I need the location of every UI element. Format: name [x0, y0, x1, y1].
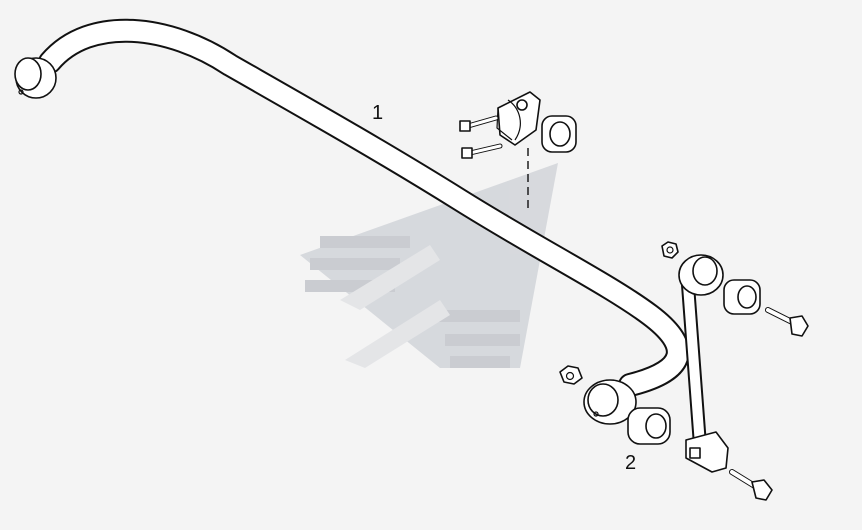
- link-bolt-lower: [729, 469, 773, 501]
- link-bolt-upper: [765, 307, 809, 337]
- callout-1: 1: [372, 102, 383, 124]
- bracket-bushing: [541, 115, 577, 153]
- stabilizer-link: [678, 254, 729, 473]
- left-bar-end-bushing: [14, 57, 57, 99]
- callout-2: 2: [625, 452, 636, 474]
- lower-nut: [559, 365, 583, 385]
- link-nut-top: [661, 241, 679, 259]
- right-bar-end-bushing: [583, 379, 637, 425]
- bracket-bolt-lower: [461, 143, 503, 159]
- bracket-bolt-upper: [459, 115, 499, 132]
- link-bushing: [723, 279, 761, 315]
- mounting-bracket: [496, 91, 541, 146]
- stabilizer-bar: [38, 18, 690, 397]
- lower-bushing: [627, 407, 671, 445]
